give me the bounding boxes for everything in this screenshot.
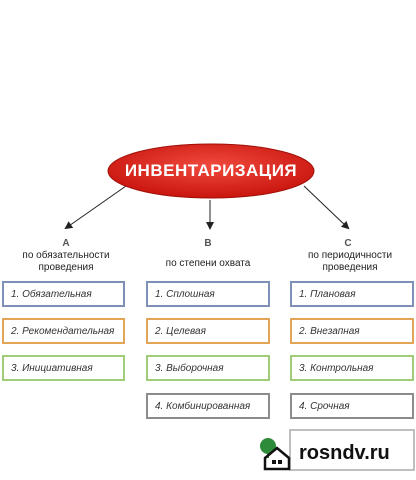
column-a-caption-line-1: по обязательности bbox=[22, 250, 110, 261]
box-a-2: 2. Рекомендательная bbox=[2, 318, 125, 344]
box-b-2: 2. Целевая bbox=[146, 318, 270, 344]
house-tree-icon bbox=[260, 438, 291, 471]
column-b-caption: по степени охвата bbox=[148, 258, 268, 270]
root-title: ИНВЕНТАРИЗАЦИЯ bbox=[124, 161, 298, 180]
column-c-caption-line-1: по периодичности bbox=[307, 250, 393, 261]
box-c-2: 2. Внезапная bbox=[290, 318, 414, 344]
watermark-text[interactable]: rosndv.ru bbox=[299, 441, 390, 464]
root-node: ИНВЕНТАРИЗАЦИЯ bbox=[106, 142, 316, 200]
box-a-3: 3. Инициативная bbox=[2, 355, 125, 381]
column-c-caption-line-2: проведения bbox=[322, 262, 378, 273]
column-a-letter: А bbox=[62, 238, 70, 249]
root-ellipse bbox=[107, 143, 315, 199]
box-b-1: 1. Сплошная bbox=[146, 281, 270, 307]
arrow-to-a bbox=[64, 185, 127, 230]
box-c-4: 4. Срочная bbox=[290, 393, 414, 419]
watermark: rosndv.ru bbox=[255, 430, 416, 476]
column-a-caption: по обязательности проведения bbox=[6, 250, 126, 274]
partial-box-c bbox=[289, 429, 415, 471]
column-b-letter: В bbox=[204, 238, 212, 249]
column-c-letter: С bbox=[344, 238, 352, 249]
box-c-1: 1. Плановая bbox=[290, 281, 414, 307]
box-a-1: 1. Обязательная bbox=[2, 281, 125, 307]
box-c-3: 3. Контрольная bbox=[290, 355, 414, 381]
column-b-caption-line-1: по степени охвата bbox=[165, 258, 251, 269]
box-b-4: 4. Комбинированная bbox=[146, 393, 270, 419]
arrow-to-c bbox=[303, 185, 350, 230]
box-b-3: 3. Выборочная bbox=[146, 355, 270, 381]
column-a-caption-line-2: проведения bbox=[38, 262, 94, 273]
column-c-caption: по периодичности проведения bbox=[290, 250, 410, 274]
